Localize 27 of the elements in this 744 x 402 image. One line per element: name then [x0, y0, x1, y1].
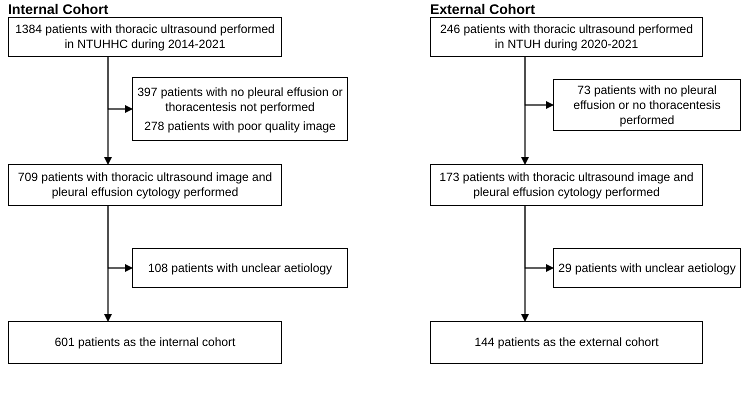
- column-heading: External Cohort: [430, 1, 536, 17]
- box-text: 1384 patients with thoracic ultrasound performed in NTUHHC during 2014-2021: [14, 22, 276, 52]
- process-box: [430, 321, 703, 364]
- box-text: 246 patients with thoracic ultrasound performed in NTUH during 2020-2021: [439, 22, 694, 52]
- box-text: 709 patients with thoracic ultrasound image and pleural effusion cytology performed: [16, 170, 274, 200]
- box-text: 73 patients with no pleural effusion or no thoracentesis performed: [572, 82, 722, 128]
- box-text: 601 patients as the internal cohort: [54, 335, 236, 350]
- process-box: [8, 164, 282, 206]
- arrow: [524, 57, 554, 109]
- box-text: 108 patients with unclear aetiology: [148, 260, 332, 276]
- process-box: [430, 17, 703, 57]
- column-heading: Internal Cohort: [8, 1, 108, 17]
- box-text: 397 patients with no pleural effusion or thoracentesis not performed: [137, 84, 343, 114]
- arrow: [107, 206, 133, 272]
- process-box: [553, 79, 741, 131]
- arrow: [107, 57, 133, 113]
- arrow: [524, 206, 554, 272]
- box-text: 173 patients with thoracic ultrasound image and pleural effusion cytology performed: [438, 170, 695, 200]
- process-box: [553, 248, 741, 288]
- box-text: 29 patients with unclear aetiology: [558, 260, 736, 276]
- process-box: [430, 164, 703, 206]
- process-box: [132, 248, 348, 288]
- box-text: 278 patients with poor quality image: [144, 118, 336, 134]
- process-box: [132, 77, 348, 141]
- box-text: 144 patients as the external cohort: [474, 335, 659, 350]
- process-box: [8, 321, 282, 364]
- process-box: [8, 17, 282, 57]
